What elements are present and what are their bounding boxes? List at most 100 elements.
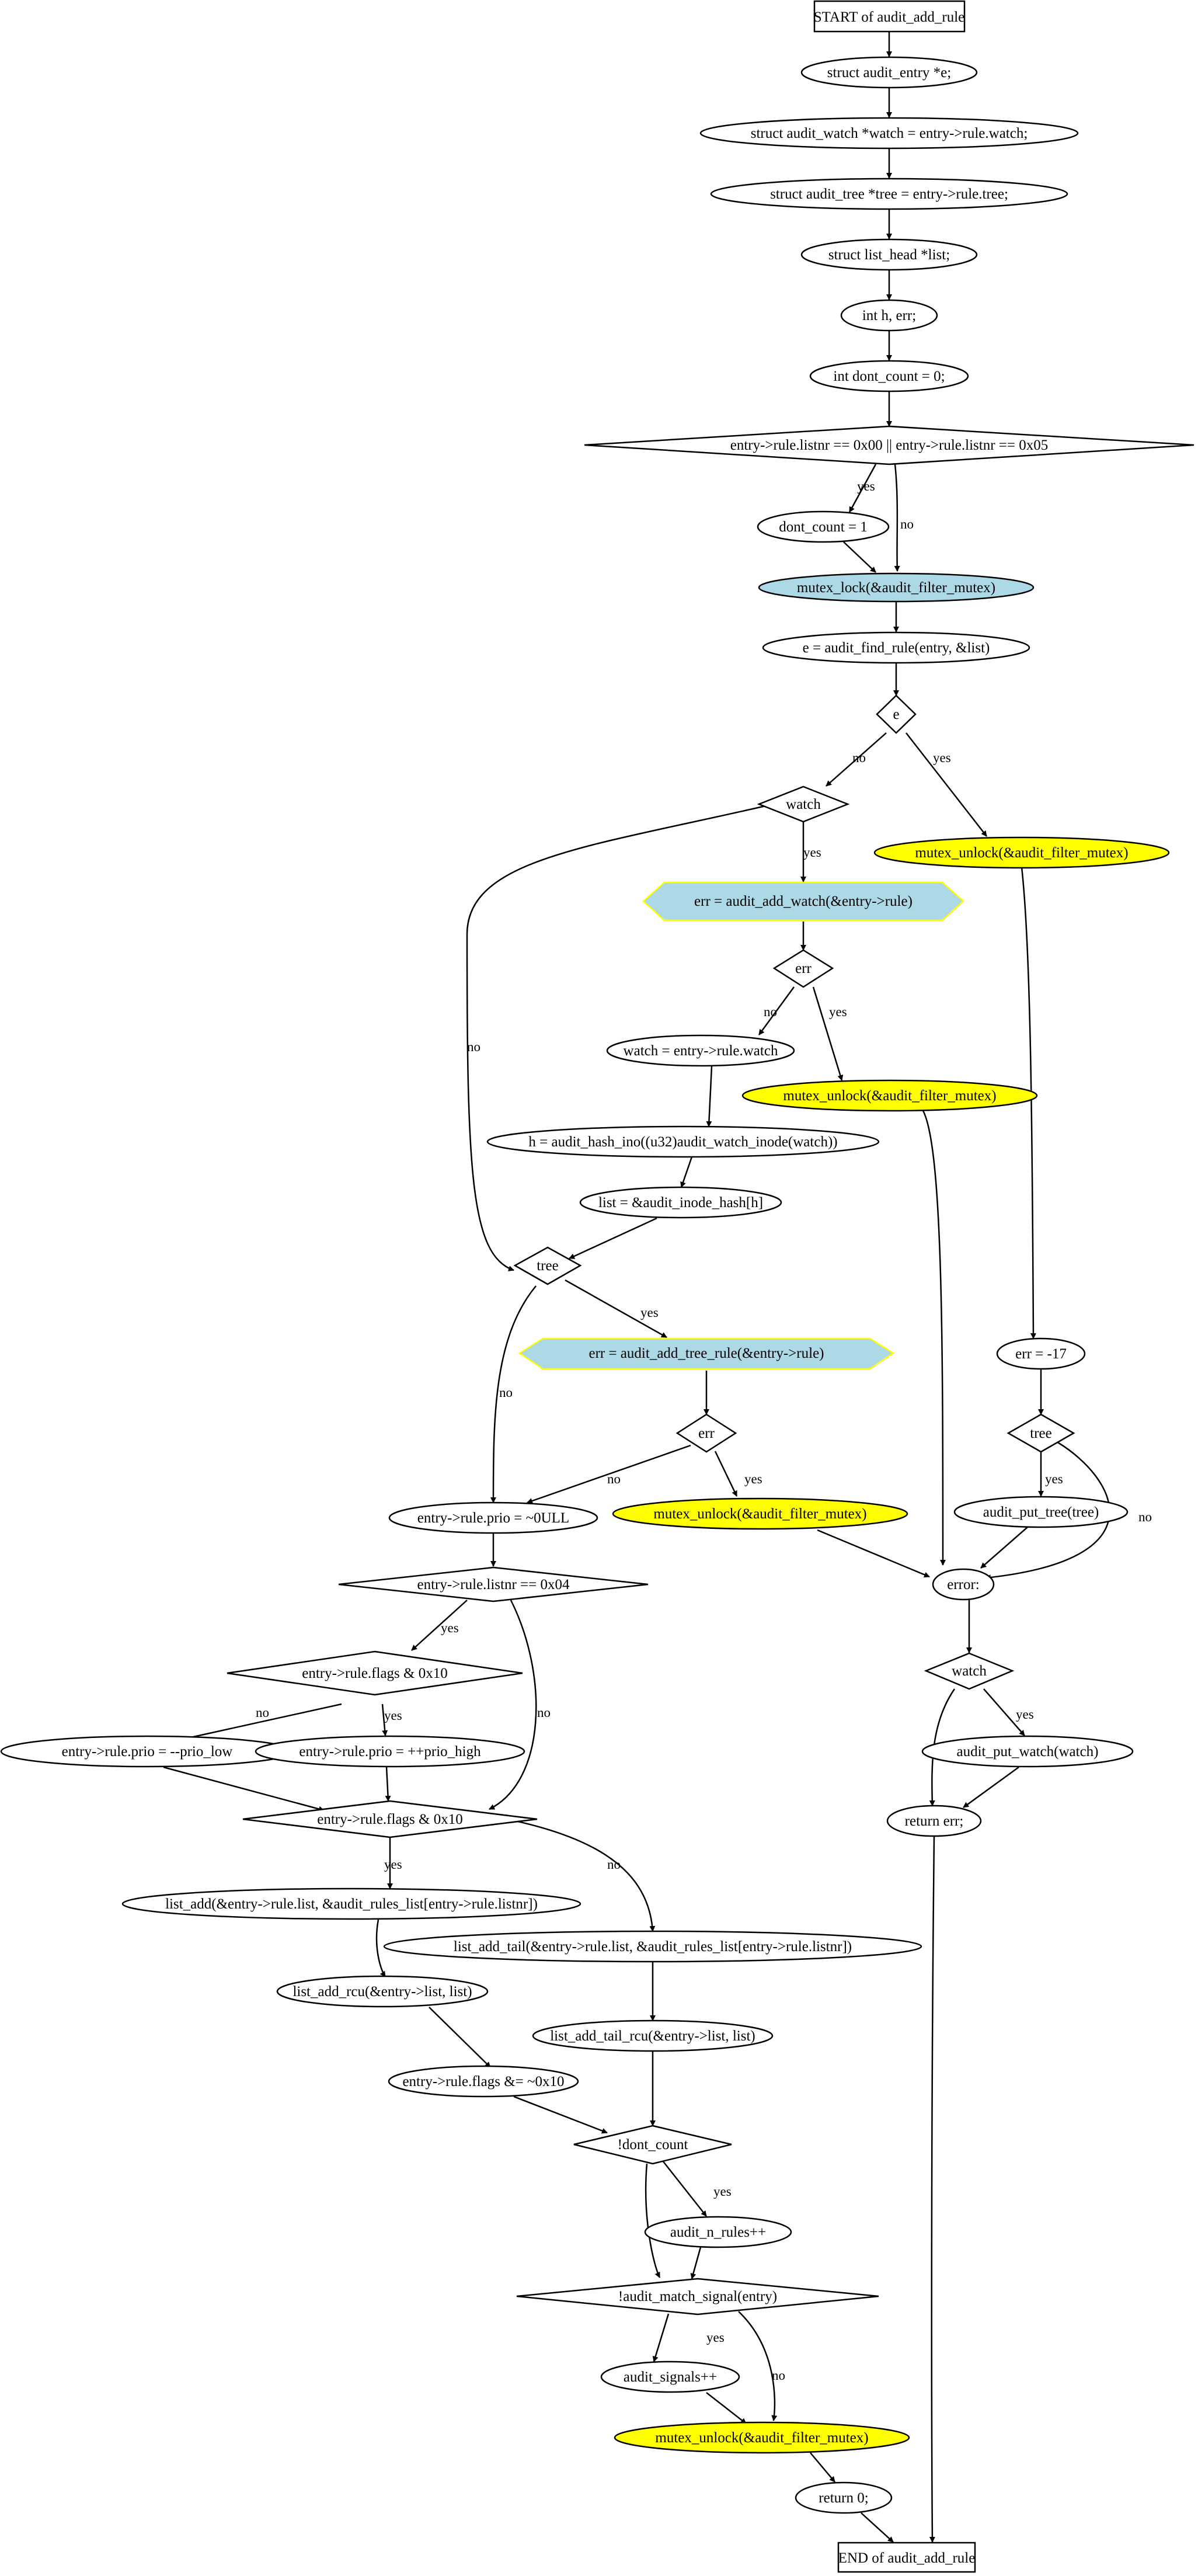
prio-low-label: entry->rule.prio = --prio_low [62,1744,233,1760]
list-add-label: list_add(&entry->rule.list, &audit_rules… [165,1896,538,1912]
decl-watch-label: struct audit_watch *watch = entry->rule.… [751,126,1028,141]
cond-err1-decision [772,949,834,988]
edge-cond-tree-prio-init [490,1285,537,1503]
return0-label: return 0; [819,2490,868,2506]
cond-tree-decision [513,1246,582,1285]
decl-dont-label: int dont_count = 0; [833,369,945,384]
edge-label-yes: yes [640,1305,659,1320]
edge-label-yes: yes [1016,1707,1034,1722]
edge-cond-listnr4-cond-flags2 [489,1600,537,1810]
set-watch-node [606,1034,795,1067]
lock-node [758,572,1035,603]
edge-cond-e-cond-watch [826,732,887,787]
edge-set-list-cond-tree [569,1217,657,1260]
return-err-node [886,1805,982,1837]
edge-return-err-end [929,1836,935,2543]
err17-node [996,1337,1086,1370]
cond-err2-decision [675,1413,737,1453]
decl-e-node [800,56,978,89]
decl-tree-node [710,178,1068,210]
cond-watch2-label: watch [952,1663,987,1679]
start-box [813,0,966,33]
flags-clear-node [388,2065,579,2098]
edge-flags-clear-cond-dont [513,2095,608,2134]
cond-watch2-decision [924,1652,1015,1690]
edge-return0-end [861,2512,894,2543]
return0-node [795,2481,893,2514]
list-add-tail-label: list_add_tail(&entry->rule.list, &audit_… [454,1939,852,1955]
edge-cond-flags1-prio-high [381,1704,388,1736]
err17-label: err = -17 [1015,1346,1067,1362]
set-list-node [579,1186,782,1219]
edge-cond-err2-prio-init [527,1444,691,1504]
edge-n-rules-cond-signal [690,2247,702,2279]
edge-unlock2-error [921,1109,946,1566]
edge-cond-tree-add-tree [565,1279,667,1339]
set-watch-label: watch = entry->rule.watch [624,1043,778,1059]
edge-unlock1-err17 [1021,867,1036,1339]
signals-node [600,2361,740,2393]
edge-cond-signal-signals [652,2313,670,2362]
decl-watch-node [699,117,1079,150]
set-dont-node [757,510,890,543]
cond-err1-label: err [795,961,812,976]
edge-cond-err1-set-watch [758,986,795,1035]
edge-hash-set-list [680,1156,693,1188]
set-dont-label: dont_count = 1 [779,519,868,535]
cond-listnr-decision [584,425,1194,465]
unlock2-node [741,1079,1038,1112]
edge-cond-watch-cond-tree [466,804,771,1271]
edge-label-no: no [537,1705,551,1720]
error-node [932,1568,995,1601]
hash-node [486,1125,880,1158]
edge-put-watch-return-err [963,1766,1019,1809]
prio-init-node [388,1501,598,1534]
edge-label-yes: yes [706,2330,725,2345]
edge-cond-dont-cond-signal [645,2163,661,2278]
prio-high-node [255,1735,525,1768]
set-list-label: list = &audit_inode_hash[h] [598,1195,763,1211]
cond-signal-decision [516,2278,879,2316]
unlock4-node [614,2421,910,2454]
list-add-node [121,1887,581,1920]
edge-label-yes: yes [384,1708,402,1723]
start-label: START of audit_add_rule [814,9,965,25]
cond-tree-label: tree [537,1258,558,1274]
flags-clear-label: entry->rule.flags &= ~0x10 [402,2074,564,2090]
end-label: END of audit_add_rule [838,2550,976,2566]
edge-cond-watch2-put-watch [983,1688,1025,1736]
cond-flags1-label: entry->rule.flags & 0x10 [302,1666,447,1681]
cond-listnr-label: entry->rule.listnr == 0x00 || entry->rul… [730,437,1049,453]
put-tree-label: audit_put_tree(tree) [983,1504,1099,1520]
edge-prio-high-cond-flags2 [385,1766,391,1802]
put-watch-label: audit_put_watch(watch) [957,1744,1099,1760]
prio-init-label: entry->rule.prio = ~0ULL [417,1510,569,1526]
edge-label-yes: yes [857,479,875,493]
edge-label-yes: yes [803,845,821,860]
edge-label-no: no [499,1385,513,1400]
lock-label: mutex_lock(&audit_filter_mutex) [797,580,995,596]
list-add-rcu-node [276,1975,489,2008]
edge-cond-listnr4-cond-flags1 [411,1600,468,1651]
cond-signal-label: !audit_match_signal(entry) [618,2289,777,2304]
edge-label-yes: yes [713,2184,732,2199]
edge-label-no: no [607,1857,621,1872]
cond-watch-decision [757,785,850,823]
edge-label-no: no [1138,1510,1152,1524]
edge-label-yes: yes [1045,1472,1063,1486]
cond-flags2-label: entry->rule.flags & 0x10 [317,1812,462,1827]
end-box [837,2542,976,2573]
cond-e-label: e [893,707,899,722]
cond-flags2-decision [242,1800,538,1838]
unlock1-node [873,836,1170,869]
edge-label-no: no [256,1705,269,1720]
error-label: error: [947,1577,980,1593]
edge-label-yes: yes [829,1004,847,1019]
add-watch-label: err = audit_add_watch(&entry->rule) [694,894,913,909]
unlock4-label: mutex_unlock(&audit_filter_mutex) [655,2430,868,2446]
add-tree-node [518,1337,895,1370]
edge-cond-listnr-lock [894,464,900,572]
edge-signals-unlock4 [706,2392,747,2424]
prio-high-label: entry->rule.prio = ++prio_high [299,1744,481,1760]
